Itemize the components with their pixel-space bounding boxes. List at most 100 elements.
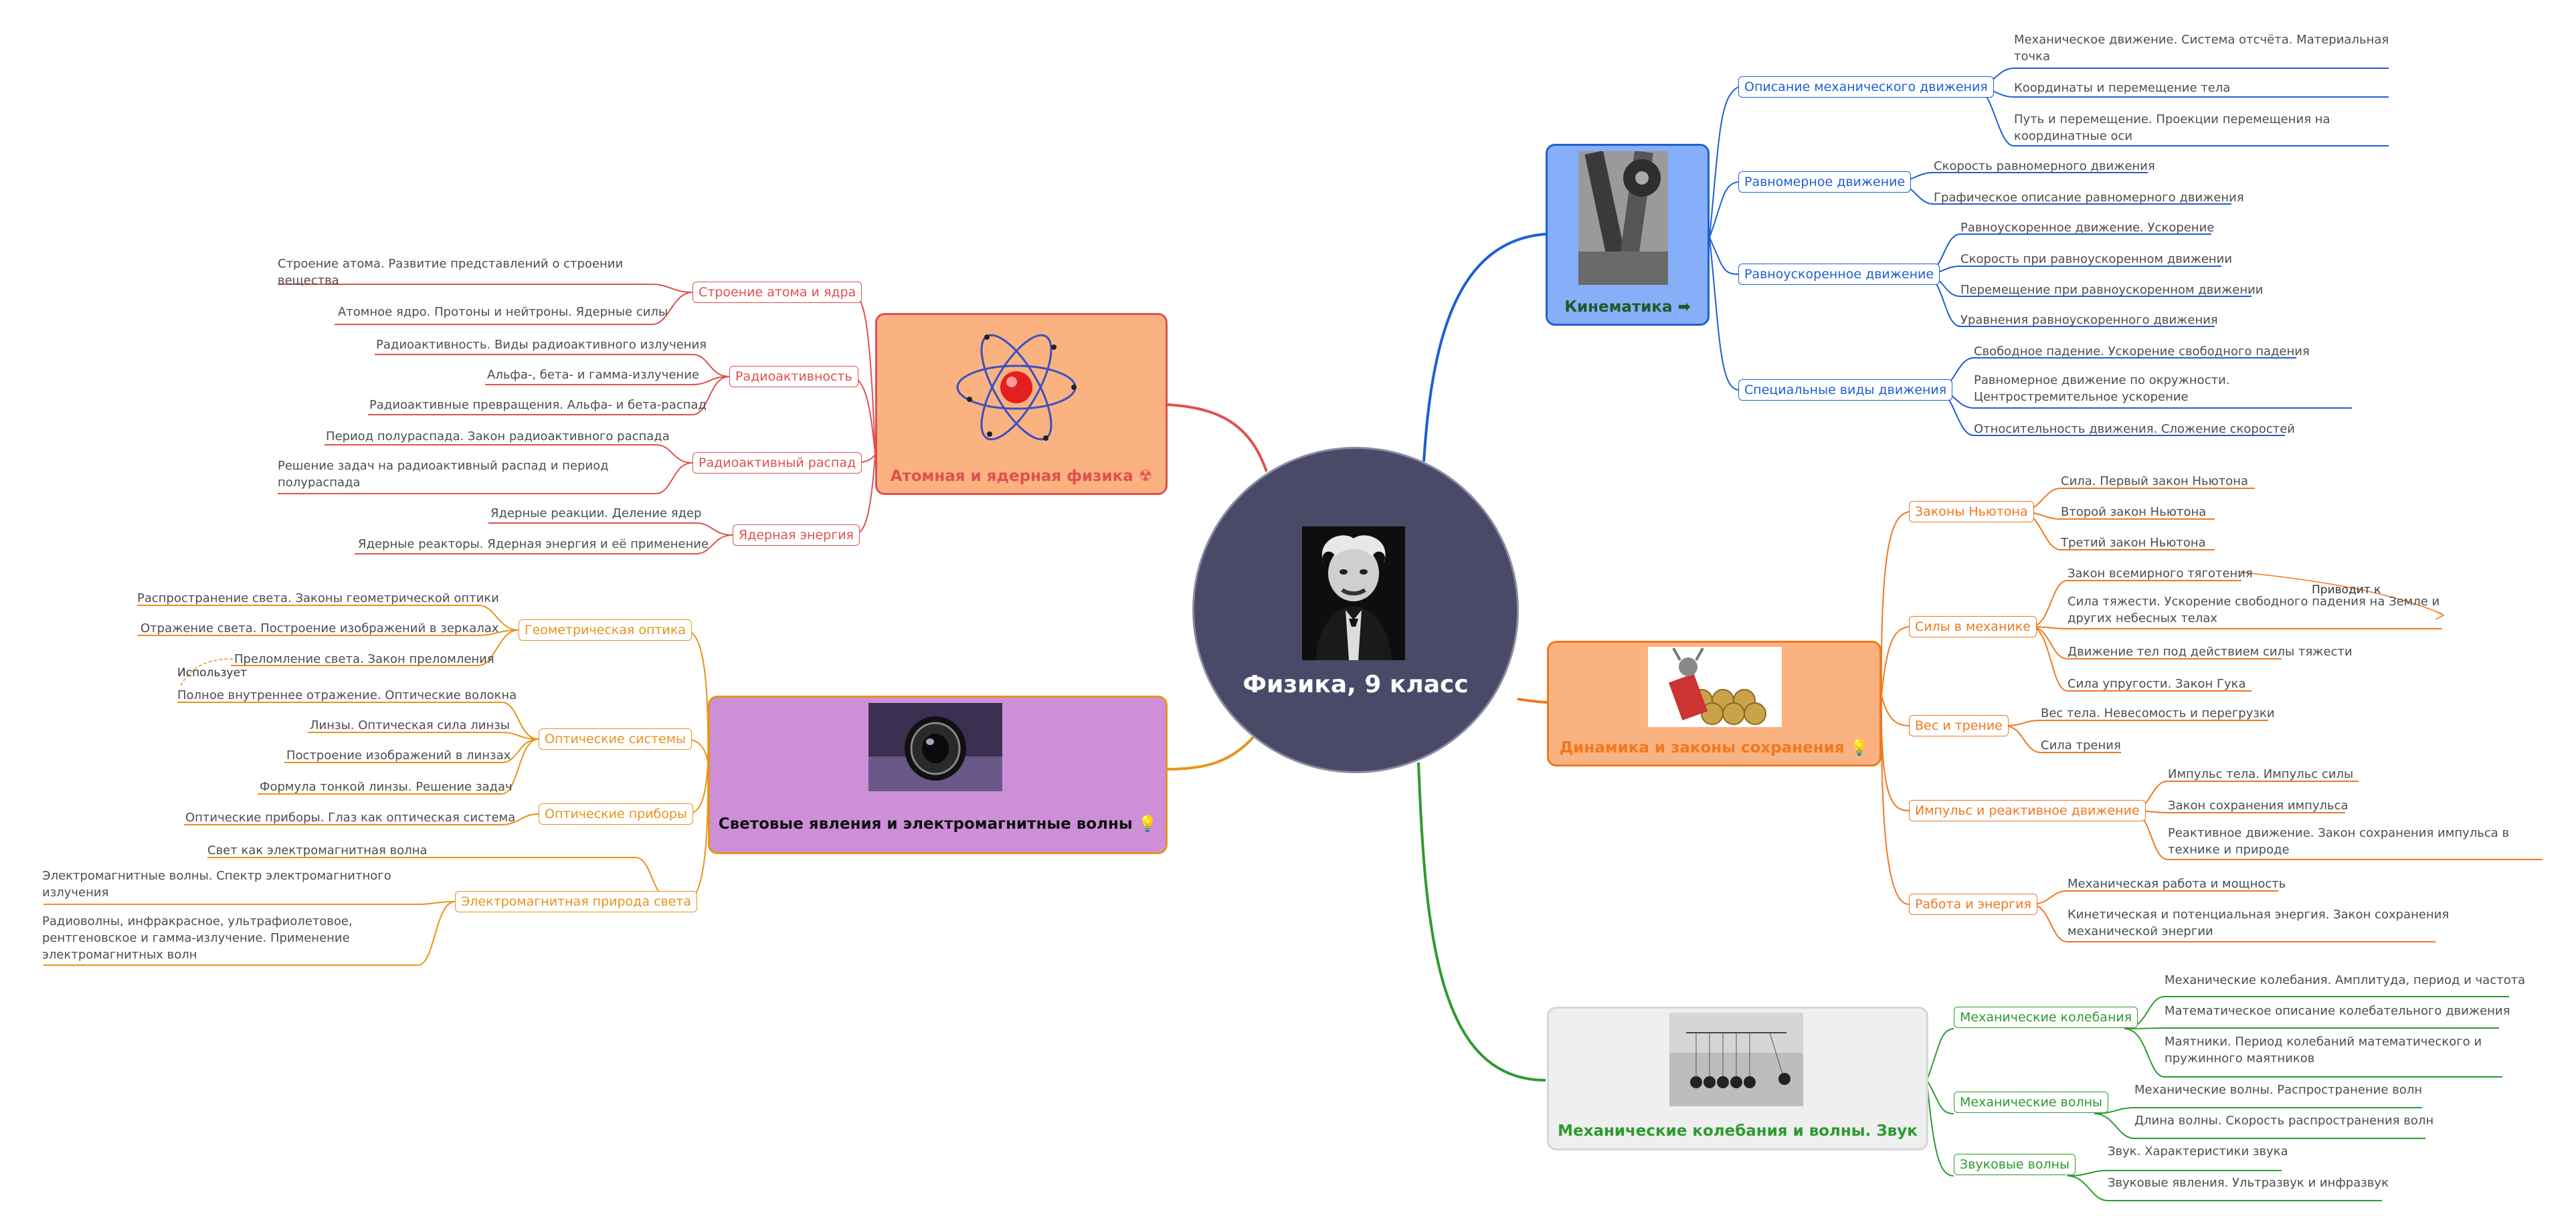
leaf-text[interactable]: Строение атома. Развитие представлений о…	[278, 256, 623, 289]
leaf-line: координатные оси	[2014, 129, 2133, 143]
sub-atom-energy[interactable]: Ядерная энергия	[733, 524, 860, 546]
leaf-text[interactable]: Построение изображений в линзах	[286, 748, 511, 763]
leaf-text[interactable]: Сила. Первый закон Ньютона	[2061, 474, 2249, 488]
leaf-text[interactable]: Уравнения равноускоренного движения	[1960, 313, 2218, 327]
leaf-line: других небесных телах	[2067, 611, 2218, 625]
leaf-line: Сила тяжести. Ускорение свободного паден…	[2067, 595, 2440, 609]
leaf-line: пружинного маятников	[2165, 1051, 2315, 1066]
leaf-text[interactable]: Полное внутреннее отражение. Оптические …	[177, 688, 517, 702]
leaf-text[interactable]: Звук. Характеристики звука	[2108, 1144, 2288, 1158]
leaf-line: технике и природе	[2168, 843, 2290, 857]
leaf-text[interactable]: Графическое описание равномерного движен…	[1934, 191, 2244, 205]
leaf-text[interactable]: Оптические приборы. Глаз как оптическая …	[185, 811, 516, 825]
leaf-text[interactable]: Кинетическая и потенциальная энергия. За…	[2067, 906, 2449, 940]
leaf-text[interactable]: Реактивное движение. Закон сохранения им…	[2168, 825, 2509, 858]
leaf-line: Реактивное движение. Закон сохранения им…	[2168, 826, 2510, 840]
sub-kin-uniform[interactable]: Равномерное движение	[1738, 171, 1912, 193]
leaf-text[interactable]: Радиоактивные превращения. Альфа- и бета…	[369, 398, 707, 412]
branch-dynamics[interactable]: Динамика и законы сохранения 💡	[1547, 641, 1881, 767]
leaf-text[interactable]: Радиоволны, инфракрасное, ультрафиолетов…	[42, 913, 353, 963]
leaf-text[interactable]: Механическое движение. Система отсчёта. …	[2014, 31, 2389, 65]
leaf-text[interactable]: Радиоактивность. Виды радиоактивного изл…	[376, 338, 707, 352]
branch-title-light: Световые явления и электромагнитные волн…	[718, 815, 1158, 833]
branch-atom[interactable]: Атомная и ядерная физика ☢	[875, 313, 1168, 495]
leaf-text[interactable]: Ядерные реакторы. Ядерная энергия и её п…	[358, 537, 709, 551]
sub-kin-description[interactable]: Описание механического движения	[1738, 76, 1994, 98]
leaf-text[interactable]: Сила упругости. Закон Гука	[2067, 677, 2246, 691]
leaf-text[interactable]: Сила тяжести. Ускорение свободного паден…	[2067, 593, 2440, 627]
sub-dyn-weight[interactable]: Вес и трение	[1909, 715, 2009, 736]
leaf-text[interactable]: Период полураспада. Закон радиоактивного…	[326, 429, 670, 443]
leaf-text[interactable]: Механические волны. Распространение волн	[2134, 1083, 2423, 1097]
leaf-text[interactable]: Перемещение при равноускоренном движении	[1960, 283, 2264, 297]
branch-light[interactable]: Световые явления и электромагнитные волн…	[708, 696, 1168, 854]
sub-atom-decay[interactable]: Радиоактивный распад	[693, 452, 862, 474]
leaf-text[interactable]: Атомное ядро. Протоны и нейтроны. Ядерны…	[338, 305, 668, 319]
leaf-text[interactable]: Распространение света. Законы геометриче…	[137, 591, 499, 605]
leaf-text[interactable]: Формула тонкой линзы. Решение задач	[260, 780, 513, 794]
leaf-text[interactable]: Движение тел под действием силы тяжести	[2067, 645, 2353, 659]
sub-light-instruments[interactable]: Оптические приборы	[539, 803, 693, 825]
leaf-text[interactable]: Механическая работа и мощность	[2067, 877, 2286, 891]
sub-kin-special[interactable]: Специальные виды движения	[1738, 379, 1953, 401]
leaf-text[interactable]: Вес тела. Невесомость и перегрузки	[2041, 706, 2275, 720]
leaf-text[interactable]: Электромагнитные волны. Спектр электрома…	[42, 868, 391, 901]
leaf-text[interactable]: Путь и перемещение. Проекции перемещения…	[2014, 111, 2330, 144]
sub-kin-accelerated[interactable]: Равноускоренное движение	[1738, 264, 1940, 285]
branch-oscillations[interactable]: Механические колебания и волны. Звук	[1547, 1007, 1928, 1150]
sub-atom-radioactivity[interactable]: Радиоактивность	[729, 366, 858, 387]
sub-atom-structure[interactable]: Строение атома и ядра	[693, 282, 862, 303]
leaf-text[interactable]: Скорость при равноускоренном движении	[1960, 252, 2233, 266]
leaf-text[interactable]: Механические колебания. Амплитуда, перио…	[2165, 973, 2526, 987]
relation-label[interactable]: Использует	[177, 666, 247, 680]
leaf-line: Электромагнитные волны. Спектр электрома…	[42, 869, 391, 883]
branch-title-dynamics: Динамика и законы сохранения 💡	[1559, 739, 1869, 756]
central-topic[interactable]: Физика, 9 класс	[1192, 447, 1519, 773]
leaf-text[interactable]: Координаты и перемещение тела	[2014, 81, 2231, 95]
sub-osc-oscillations[interactable]: Механические колебания	[1954, 1007, 2138, 1028]
leaf-text[interactable]: Маятники. Период колебаний математическо…	[2165, 1033, 2482, 1067]
leaf-text[interactable]: Относительность движения. Сложение скоро…	[1974, 422, 2295, 436]
leaf-text[interactable]: Третий закон Ньютона	[2061, 536, 2206, 550]
leaf-text[interactable]: Свободное падение. Ускорение свободного …	[1974, 344, 2310, 359]
leaf-text[interactable]: Закон сохранения импульса	[2168, 799, 2349, 813]
sub-light-geometric[interactable]: Геометрическая оптика	[519, 619, 692, 641]
einstein-portrait-image	[1302, 526, 1405, 660]
leaf-text[interactable]: Равноускоренное движение. Ускорение	[1960, 221, 2215, 235]
leaf-text[interactable]: Равномерное движение по окружности. Цент…	[1974, 372, 2230, 405]
leaf-line: Механическое движение. Система отсчёта. …	[2014, 33, 2389, 47]
leaf-text[interactable]: Решение задач на радиоактивный распад и …	[278, 458, 609, 491]
leaf-line: механической энергии	[2067, 924, 2213, 938]
relation-label[interactable]: Приводит к	[2312, 583, 2381, 597]
branch-title-oscillations: Механические колебания и волны. Звук	[1558, 1122, 1918, 1140]
leaf-text[interactable]: Звуковые явления. Ультразвук и инфразвук	[2108, 1176, 2389, 1190]
sub-dyn-work[interactable]: Работа и энергия	[1909, 894, 2037, 915]
leaf-text[interactable]: Преломление света. Закон преломления	[234, 652, 494, 666]
leaf-text[interactable]: Ядерные реакции. Деление ядер	[490, 506, 702, 520]
sub-light-em[interactable]: Электромагнитная природа света	[455, 891, 698, 912]
leaf-text[interactable]: Математическое описание колебательного д…	[2165, 1004, 2510, 1018]
camera-lens-image	[868, 703, 1002, 791]
leaf-text[interactable]: Свет как электромагнитная волна	[207, 843, 428, 857]
leaf-text[interactable]: Альфа-, бета- и гамма-излучение	[487, 368, 699, 382]
sub-dyn-momentum[interactable]: Импульс и реактивное движение	[1909, 800, 2146, 821]
sub-dyn-newton[interactable]: Законы Ньютона	[1909, 501, 2034, 522]
sub-dyn-forces[interactable]: Силы в механике	[1909, 616, 2037, 637]
leaf-text[interactable]: Сила трения	[2041, 738, 2121, 752]
sub-osc-waves[interactable]: Механические волны	[1954, 1092, 2109, 1113]
leaf-text[interactable]: Импульс тела. Импульс силы	[2168, 767, 2354, 781]
leaf-text[interactable]: Закон всемирного тяготения	[2067, 567, 2253, 581]
sub-light-systems[interactable]: Оптические системы	[539, 728, 693, 750]
leaf-text[interactable]: Скорость равномерного движения	[1934, 159, 2155, 173]
leaf-line: Путь и перемещение. Проекции перемещения…	[2014, 112, 2330, 126]
sub-osc-sound[interactable]: Звуковые волны	[1954, 1154, 2076, 1175]
leaf-text[interactable]: Линзы. Оптическая сила линзы	[310, 718, 511, 732]
central-topic-title: Физика, 9 класс	[1243, 671, 1469, 698]
leaf-text[interactable]: Отражение света. Построение изображений …	[141, 621, 499, 635]
leaf-line: Решение задач на радиоактивный распад и …	[278, 459, 609, 473]
leaf-line: точка	[2014, 49, 2051, 64]
dynamite-image	[1648, 647, 1782, 727]
leaf-text[interactable]: Длина волны. Скорость распространения во…	[2134, 1114, 2434, 1128]
branch-kinematics[interactable]: Кинематика ➡	[1546, 144, 1710, 326]
leaf-text[interactable]: Второй закон Ньютона	[2061, 505, 2207, 519]
